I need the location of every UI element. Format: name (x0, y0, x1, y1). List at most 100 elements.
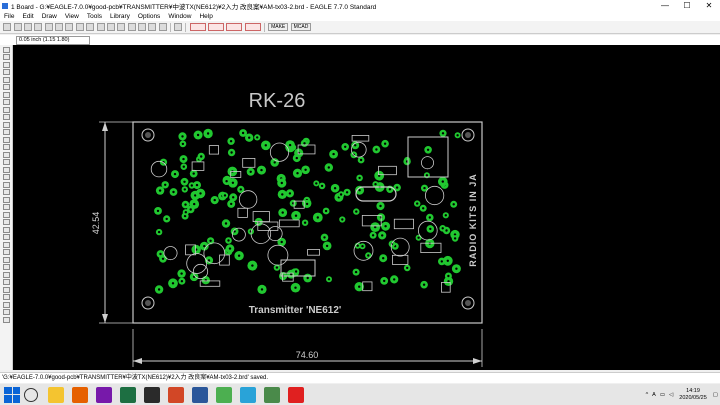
open-icon[interactable] (3, 23, 12, 31)
mcad-button[interactable]: MCAD (290, 23, 312, 31)
ulp-icon[interactable] (55, 23, 64, 31)
word-taskbar-icon[interactable] (192, 386, 208, 403)
script-icon[interactable] (65, 23, 74, 31)
text-tool-icon[interactable] (2, 226, 10, 233)
close-button[interactable]: ✕ (705, 1, 713, 10)
tray-chevron-icon[interactable]: ^ (645, 391, 649, 398)
drc-tool-icon[interactable] (2, 309, 10, 315)
search-icon[interactable] (24, 387, 38, 402)
cam-icon[interactable] (34, 23, 43, 31)
ratsnest-tool-icon[interactable] (2, 294, 10, 300)
transformer-outline (407, 136, 449, 178)
change-tool-icon[interactable] (2, 114, 10, 120)
group-tool-icon[interactable] (2, 106, 10, 113)
circle-tool-icon[interactable] (2, 234, 10, 240)
make-button[interactable]: MAKE (268, 23, 289, 31)
redraw-icon[interactable] (117, 23, 126, 31)
component-outline (420, 242, 442, 253)
explorer-taskbar-icon[interactable] (48, 386, 64, 403)
fusion-sync-icon[interactable] (189, 23, 206, 31)
upload-icon[interactable] (226, 23, 243, 31)
help-icon[interactable] (174, 23, 183, 31)
minimize-button[interactable]: — (661, 1, 669, 10)
save-icon[interactable] (13, 23, 22, 31)
network-icon[interactable]: ▭ (659, 391, 666, 398)
excel-taskbar-icon[interactable] (120, 386, 136, 403)
menu-help[interactable]: Help (199, 12, 213, 20)
powerpoint-taskbar-icon[interactable] (168, 386, 184, 403)
clock[interactable]: 14:19 2020/05/25 (679, 388, 707, 402)
errors-tool-icon[interactable] (2, 316, 10, 323)
lock-tool-icon[interactable] (2, 151, 10, 158)
zoom-out-icon[interactable] (96, 23, 105, 31)
route-tool-icon[interactable] (2, 204, 10, 210)
eagle-taskbar-icon[interactable] (144, 386, 160, 403)
zoom-in-icon[interactable] (86, 23, 95, 31)
rotate-tool-icon[interactable] (2, 99, 10, 105)
show-tool-icon[interactable] (2, 54, 10, 60)
notification-icon[interactable]: ▢ (712, 391, 718, 398)
hole-tool-icon[interactable] (2, 271, 10, 278)
menu-edit[interactable]: Edit (22, 12, 34, 20)
go-icon[interactable] (158, 23, 167, 31)
snip-taskbar-icon[interactable] (264, 386, 280, 403)
arc-tool-icon[interactable] (2, 241, 10, 248)
value-tool-icon[interactable] (2, 166, 10, 173)
name-tool-icon[interactable] (2, 159, 10, 165)
firefox-taskbar-icon[interactable] (72, 386, 88, 403)
info-tool-icon[interactable] (2, 46, 10, 53)
share-icon[interactable] (244, 23, 261, 31)
miter-tool-icon[interactable] (2, 181, 10, 188)
split-tool-icon[interactable] (2, 189, 10, 195)
ripup-tool-icon[interactable] (2, 211, 10, 218)
board-canvas[interactable]: RK-26 42.54 74.60 Transmitter 'NE612' RA… (13, 45, 720, 370)
mark-tool-icon[interactable] (2, 69, 10, 75)
replace-tool-icon[interactable] (2, 144, 10, 150)
acrobat-taskbar-icon[interactable] (288, 386, 304, 403)
board-drawing[interactable]: RK-26 42.54 74.60 Transmitter 'NE612' RA… (13, 45, 720, 370)
zoom-select-icon[interactable] (106, 23, 115, 31)
paint-taskbar-icon[interactable] (240, 386, 256, 403)
menu-view[interactable]: View (64, 12, 79, 20)
undo-icon[interactable] (127, 23, 136, 31)
schematic-icon[interactable] (44, 23, 53, 31)
menu-options[interactable]: Options (137, 12, 161, 20)
menu-tools[interactable]: Tools (86, 12, 103, 20)
autorouter-tool-icon[interactable] (2, 301, 10, 308)
onenote-taskbar-icon[interactable] (96, 386, 112, 403)
pad-drill (200, 155, 203, 158)
zoom-fit-icon[interactable] (75, 23, 84, 31)
delete-tool-icon[interactable] (2, 129, 10, 135)
optimize-tool-icon[interactable] (2, 196, 10, 203)
pad-drill (237, 254, 241, 257)
component-outline (297, 144, 316, 155)
via-tool-icon[interactable] (2, 264, 10, 270)
maximize-button[interactable]: ☐ (683, 1, 691, 10)
dimension-tool-icon[interactable] (2, 286, 10, 293)
menu-window[interactable]: Window (168, 12, 192, 20)
move-tool-icon[interactable] (2, 76, 10, 83)
smash-tool-icon[interactable] (2, 174, 10, 180)
print-icon[interactable] (23, 23, 32, 31)
menu-draw[interactable]: Draw (41, 12, 57, 20)
stop-icon[interactable] (148, 23, 157, 31)
chrome-taskbar-icon[interactable] (216, 386, 232, 403)
rect-tool-icon[interactable] (2, 249, 10, 255)
pad-drill (181, 142, 185, 146)
order-pcb-icon[interactable] (207, 23, 224, 31)
wire-tool-icon[interactable] (2, 219, 10, 225)
menu-file[interactable]: File (4, 12, 15, 20)
display-tool-icon[interactable] (2, 61, 10, 68)
copy-tool-icon[interactable] (2, 84, 10, 90)
pad-drill (228, 247, 232, 250)
attribute-tool-icon[interactable] (2, 279, 10, 285)
redo-icon[interactable] (138, 23, 147, 31)
mirror-tool-icon[interactable] (2, 91, 10, 98)
volume-icon[interactable]: ◁ (669, 391, 674, 398)
windows-start-icon[interactable] (4, 386, 20, 403)
ime-indicator[interactable]: A (652, 391, 656, 398)
menu-library[interactable]: Library (110, 12, 130, 20)
polygon-tool-icon[interactable] (2, 256, 10, 263)
paste-tool-icon[interactable] (2, 121, 10, 128)
add-tool-icon[interactable] (2, 136, 10, 143)
